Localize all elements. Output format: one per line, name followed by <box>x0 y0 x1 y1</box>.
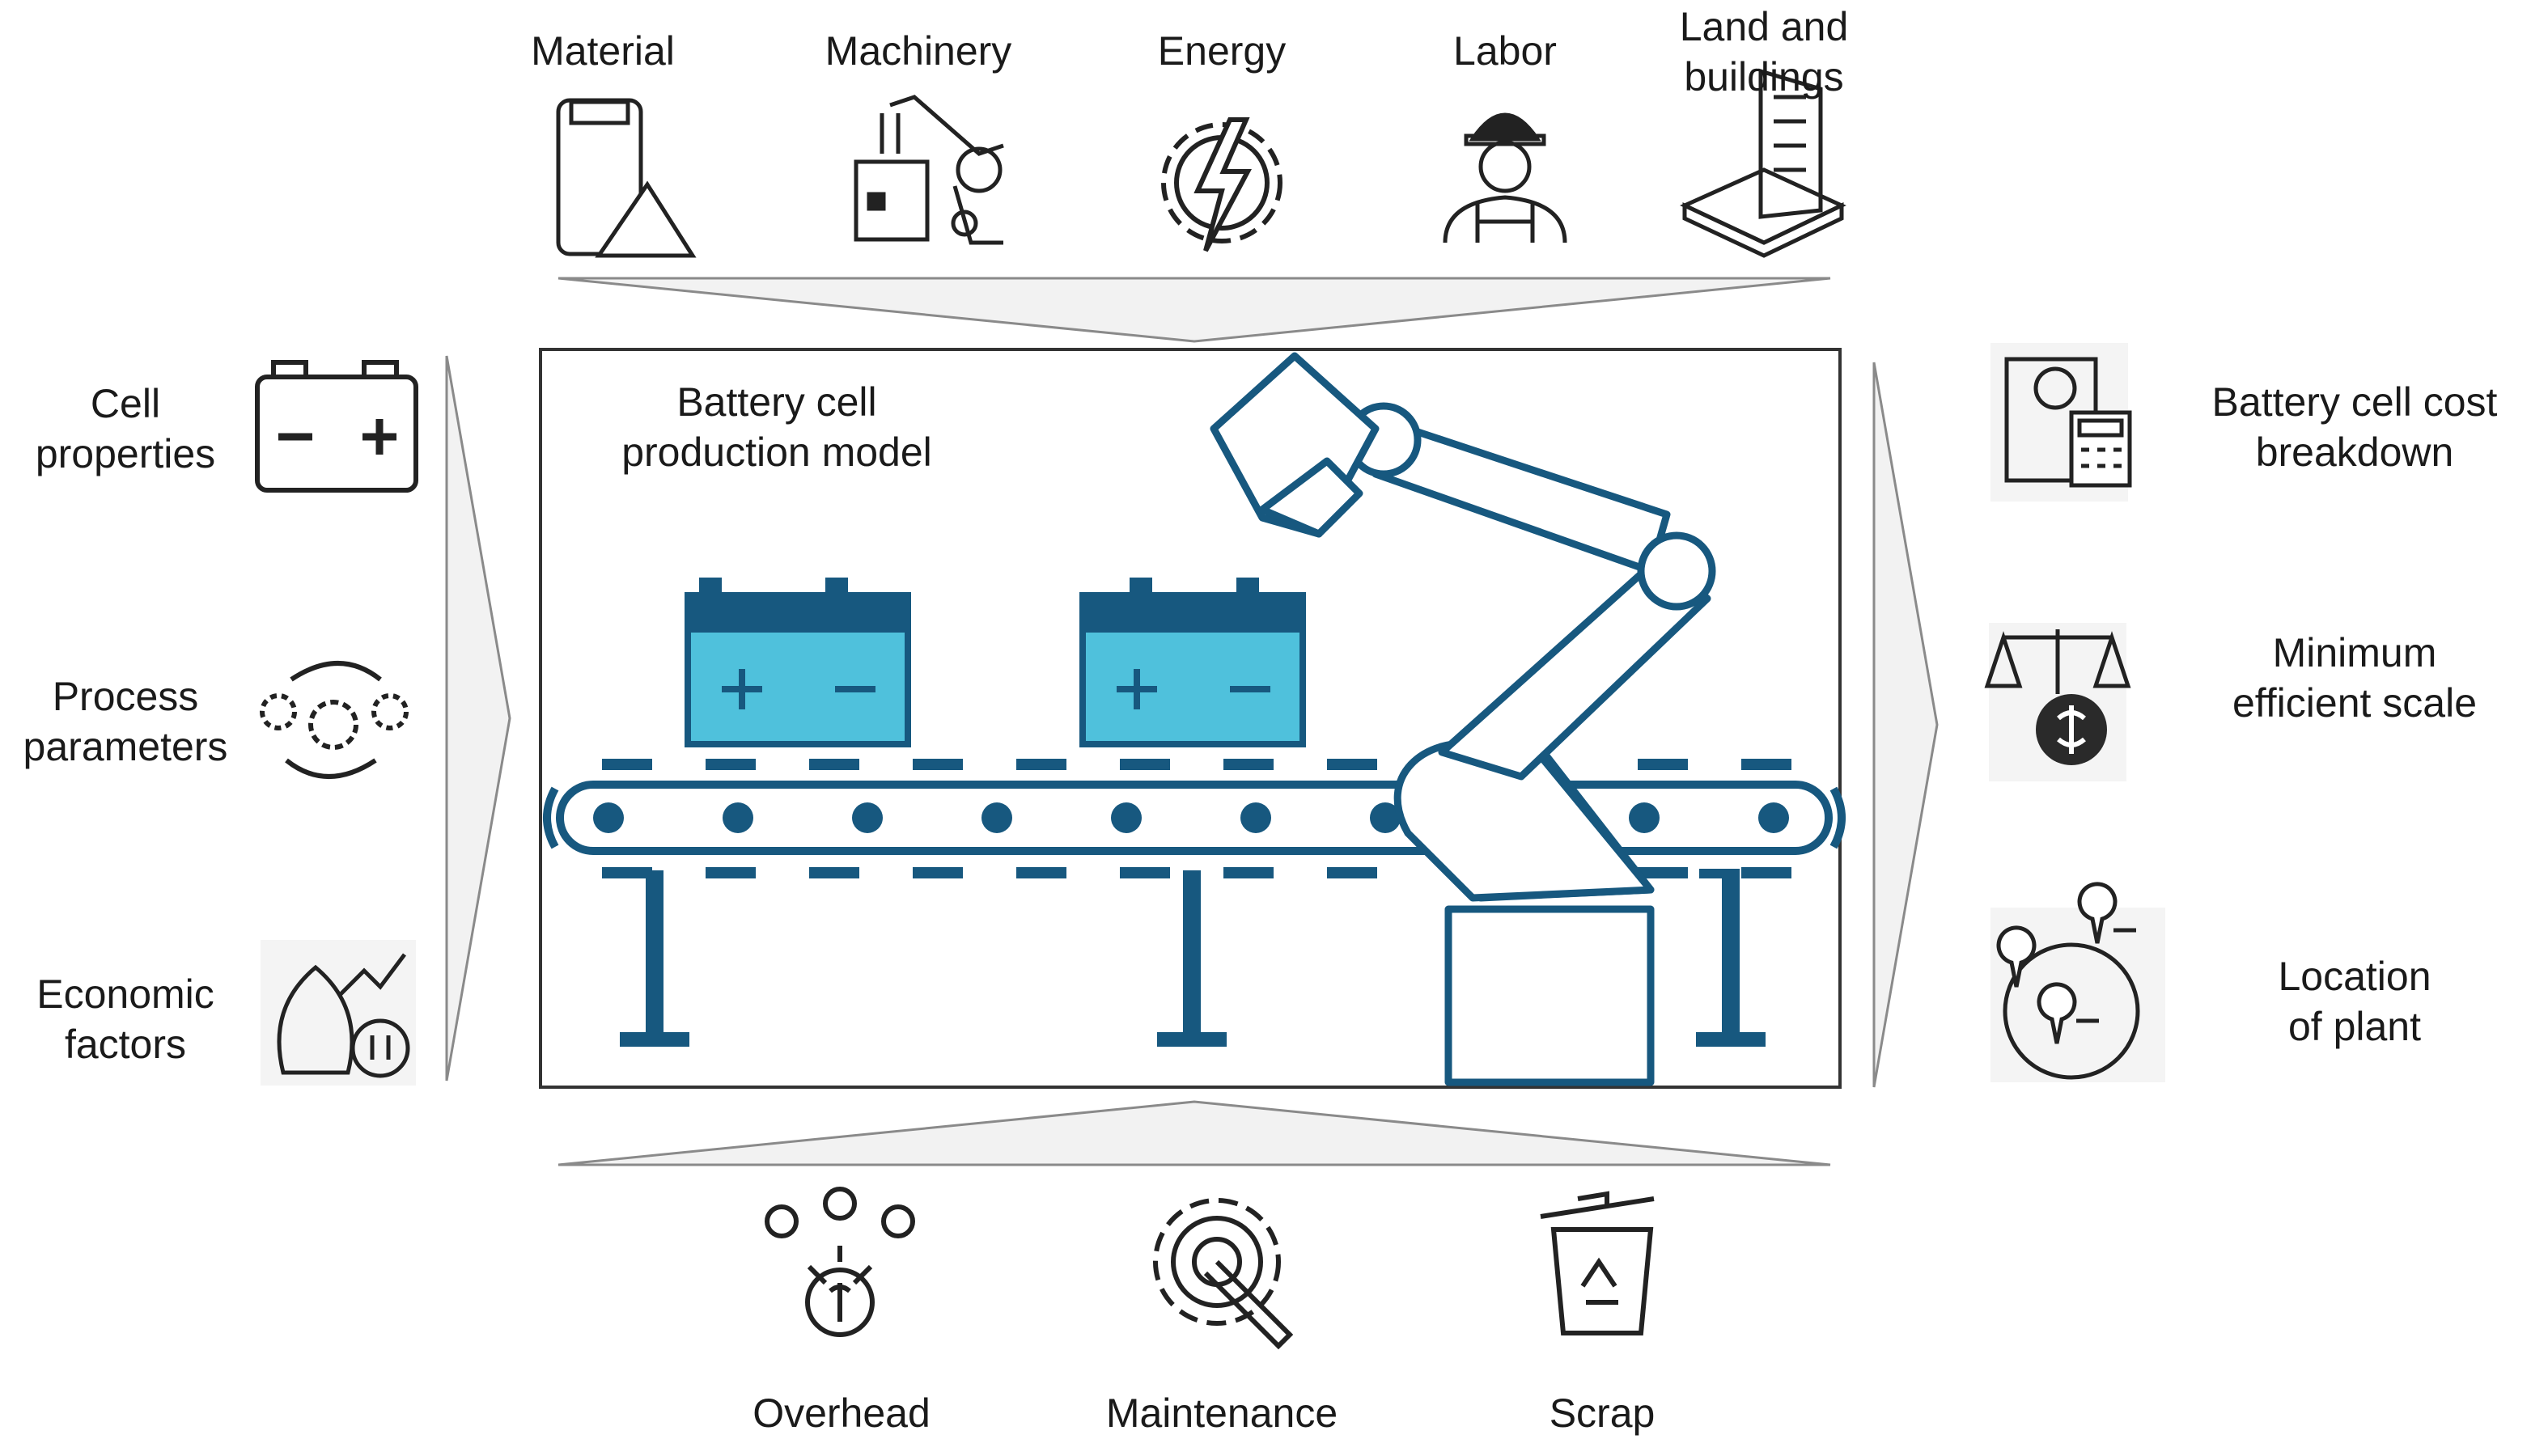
conveyor-rollers <box>593 802 1789 833</box>
conveyor-end-right <box>1829 786 1846 849</box>
machinery-robot-arm-icon <box>854 95 1004 245</box>
label-energy: Energy <box>1157 28 1287 74</box>
economic-factors-icon <box>261 940 416 1086</box>
conveyor-dashes <box>602 759 1791 878</box>
label-machinery: Machinery <box>825 28 1012 74</box>
bottom-input-arrow <box>557 1100 1831 1166</box>
conveyor-legs <box>620 869 1766 1047</box>
conveyor-end-left <box>543 786 559 849</box>
maintenance-gear-wrench-icon <box>1153 1198 1294 1350</box>
left-input-arrow <box>445 355 511 1081</box>
location-pins-icon <box>1990 882 2165 1082</box>
top-input-arrow <box>557 277 1831 343</box>
robot-arm <box>1210 352 1716 1086</box>
land-buildings-icon <box>1680 68 1846 258</box>
energy-gear-bolt-icon <box>1161 117 1282 252</box>
battery-icon <box>255 360 418 493</box>
label-scrap: Scrap <box>1549 1390 1656 1436</box>
labor-worker-icon <box>1443 112 1567 243</box>
conveyor-battery-1 <box>685 578 911 747</box>
balance-scale-dollar-icon <box>1984 623 2131 781</box>
gears-cycle-icon <box>260 661 409 779</box>
label-labor: Labor <box>1453 28 1557 74</box>
overhead-coins-icon <box>765 1187 915 1337</box>
conveyor-battery-2 <box>1079 578 1306 747</box>
cost-breakdown-calculator-icon <box>1990 343 2132 502</box>
label-maintenance: Maintenance <box>1105 1390 1338 1436</box>
material-jar-icon <box>556 98 697 258</box>
label-overhead: Overhead <box>753 1390 931 1436</box>
right-output-arrow <box>1872 362 1939 1088</box>
scrap-recycle-bin-icon <box>1540 1191 1655 1335</box>
label-material: Material <box>531 28 675 74</box>
